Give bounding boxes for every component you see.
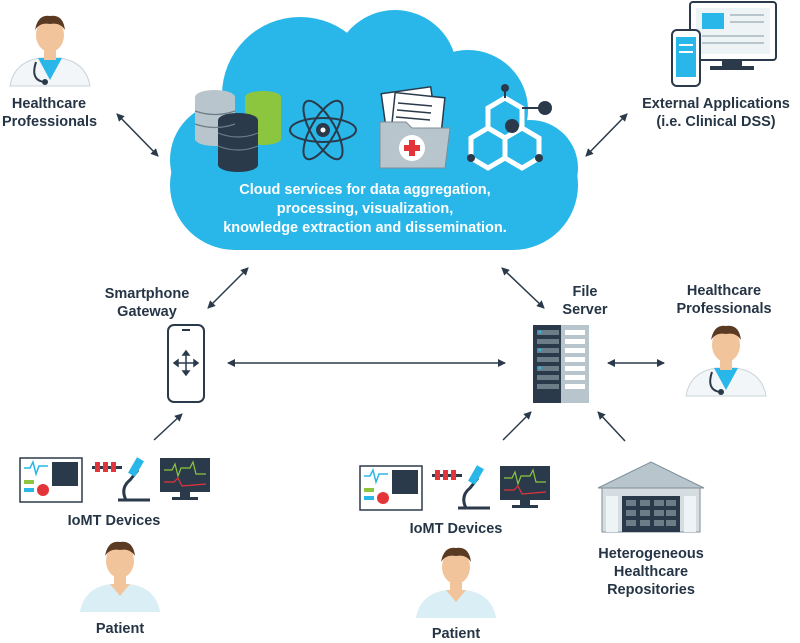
connection-arrows	[116, 113, 665, 442]
file-server-icon	[533, 325, 589, 403]
atom-icon	[289, 99, 357, 161]
label-patient-left: Patient	[95, 621, 145, 637]
arrow-iomt-fileserver	[502, 411, 532, 441]
smartphone-gateway-icon	[167, 324, 205, 403]
arrow-repos-fileserver	[597, 411, 626, 442]
label-iomt-left: IoMT Devices	[67, 513, 161, 529]
arrow-external-cloud	[585, 113, 628, 157]
label-smartphone-gateway: Smartphone Gateway	[104, 286, 190, 320]
doctor-top-left-icon	[9, 15, 91, 87]
iomt-devices-center-icon	[359, 465, 550, 511]
label-repositories: Heterogeneous Healthcare Repositories	[598, 546, 704, 598]
doctor-right-icon	[685, 325, 767, 397]
molecule-icon	[467, 84, 552, 171]
database-icon	[194, 90, 281, 172]
label-iomt-center: IoMT Devices	[409, 521, 503, 537]
arrow-iomt-smartphone	[153, 413, 183, 441]
label-external-apps: External Applications (i.e. Clinical DSS…	[642, 96, 790, 130]
patient-left-icon	[80, 541, 160, 612]
label-file-server: File Server	[562, 284, 608, 318]
arrow-cloud-fileserver	[501, 267, 545, 309]
patient-center-icon	[416, 547, 496, 618]
cloud-line-3: knowledge extraction and dissemination.	[223, 220, 507, 236]
external-apps-icon	[671, 1, 777, 87]
label-patient-center: Patient	[431, 626, 481, 642]
label-healthcare-top-left: Healthcare Professionals	[2, 96, 98, 130]
arrow-cloud-smartphone	[207, 267, 249, 309]
cloud-line-1: Cloud services for data aggregation,	[239, 182, 491, 198]
arrow-doctor-cloud	[116, 113, 159, 157]
medical-folder-icon	[379, 85, 451, 169]
iomt-devices-left-icon	[19, 457, 210, 503]
label-healthcare-right: Healthcare Professionals	[676, 283, 772, 317]
cloud-line-2: processing, visualization,	[276, 201, 454, 217]
cloud-description: Cloud services for data aggregation, pro…	[200, 181, 530, 238]
repositories-building-icon	[597, 461, 705, 533]
